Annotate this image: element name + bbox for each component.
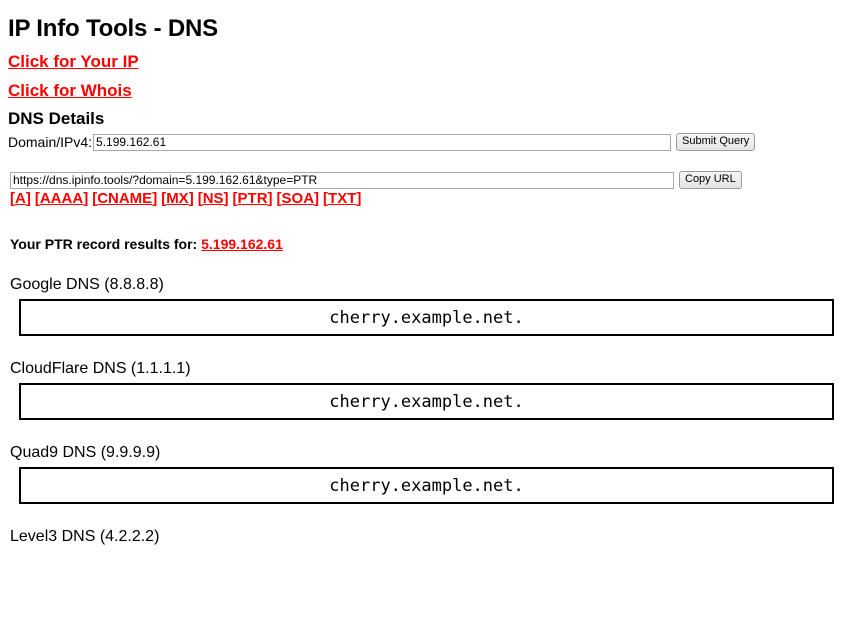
bracket-open: [ bbox=[92, 190, 98, 208]
record-type-link-txt[interactable]: TXT bbox=[328, 190, 357, 208]
click-for-whois-link[interactable]: Click for Whois bbox=[8, 81, 132, 101]
url-copy-row: Copy URL bbox=[8, 171, 840, 190]
result-value-quad9-dns: cherry.example.net. bbox=[329, 475, 524, 496]
bracket-open: [ bbox=[10, 190, 15, 208]
result-value-google-dns: cherry.example.net. bbox=[329, 307, 524, 328]
provider-label-level3-dns: Level3 DNS (4.2.2.2) bbox=[10, 528, 160, 546]
copy-url-button[interactable]: Copy URL bbox=[679, 171, 742, 190]
record-type-link-cname[interactable]: CNAME bbox=[97, 190, 153, 208]
provider-label-quad9-dns: Quad9 DNS (9.9.9.9) bbox=[10, 444, 161, 462]
bracket-open: [ bbox=[161, 190, 167, 208]
results-heading: Your PTR record results for: 5.199.162.6… bbox=[10, 236, 840, 252]
page-root: IP Info Tools - DNS Click for Your IP Cl… bbox=[8, 15, 840, 546]
domain-input[interactable] bbox=[93, 133, 672, 151]
result-box-google-dns: cherry.example.net. bbox=[19, 299, 834, 337]
click-for-your-ip-link[interactable]: Click for Your IP bbox=[8, 52, 139, 72]
results-query-link[interactable]: 5.199.162.61 bbox=[201, 236, 283, 253]
bracket-close: ] bbox=[356, 190, 362, 208]
result-value-cloudflare-dns: cherry.example.net. bbox=[329, 391, 524, 412]
record-type-link-aaaa[interactable]: AAAA bbox=[39, 190, 84, 208]
bracket-close: ] bbox=[314, 190, 320, 208]
provider-label-google-dns: Google DNS (8.8.8.8) bbox=[10, 276, 164, 294]
record-type-link-ptr[interactable]: PTR bbox=[237, 190, 268, 208]
record-type-link-a[interactable]: A bbox=[15, 190, 26, 208]
bracket-close: ] bbox=[223, 190, 229, 208]
bracket-close: ] bbox=[25, 190, 31, 208]
record-type-link-soa[interactable]: SOA bbox=[281, 190, 315, 208]
result-box-cloudflare-dns: cherry.example.net. bbox=[19, 383, 834, 421]
provider-label-cloudflare-dns: CloudFlare DNS (1.1.1.1) bbox=[10, 360, 191, 378]
bracket-open: [ bbox=[276, 190, 282, 208]
page-title: IP Info Tools - DNS bbox=[8, 15, 218, 42]
result-box-quad9-dns: cherry.example.net. bbox=[19, 467, 834, 505]
bracket-close: ] bbox=[267, 190, 273, 208]
results-heading-text: Your PTR record results for: bbox=[10, 236, 198, 253]
bracket-close: ] bbox=[188, 190, 194, 208]
bracket-open: [ bbox=[323, 190, 329, 208]
domain-query-row: Domain/IPv4: Submit Query bbox=[8, 133, 840, 152]
bracket-close: ] bbox=[83, 190, 89, 208]
bracket-open: [ bbox=[34, 190, 40, 208]
bracket-open: [ bbox=[232, 190, 238, 208]
bracket-open: [ bbox=[197, 190, 203, 208]
record-type-link-mx[interactable]: MX bbox=[166, 190, 189, 208]
share-url-input[interactable] bbox=[10, 171, 674, 189]
domain-input-label: Domain/IPv4: bbox=[8, 134, 93, 151]
submit-query-button[interactable]: Submit Query bbox=[676, 133, 756, 152]
record-type-links: [A][AAAA][CNAME][MX][NS][PTR][SOA][TXT] bbox=[10, 190, 840, 208]
record-type-link-ns[interactable]: NS bbox=[202, 190, 224, 208]
bracket-close: ] bbox=[152, 190, 158, 208]
dns-details-heading: DNS Details bbox=[8, 109, 105, 129]
